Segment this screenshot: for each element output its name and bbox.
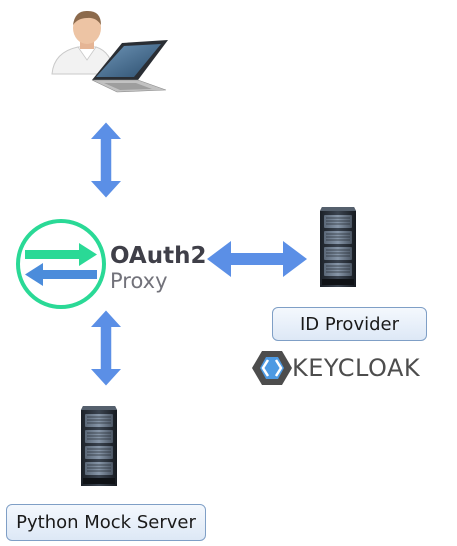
keycloak-wordmark: KEYCLOAK — [292, 354, 421, 382]
keycloak-logo-icon — [252, 351, 292, 385]
user-laptop-icon — [51, 10, 168, 93]
oauth2-proxy-subtitle: Proxy — [110, 269, 168, 293]
double-arrow-icon — [207, 241, 307, 277]
oauth2-proxy-title: OAuth2 — [110, 243, 207, 269]
server-rack-icon — [80, 405, 118, 487]
double-arrow-icon — [91, 122, 121, 198]
id-provider-label: ID Provider — [272, 307, 427, 341]
double-arrow-icon — [91, 310, 121, 386]
oauth2-proxy-logo — [16, 219, 106, 309]
server-rack-icon — [319, 206, 357, 288]
python-mock-server-label: Python Mock Server — [6, 504, 206, 541]
